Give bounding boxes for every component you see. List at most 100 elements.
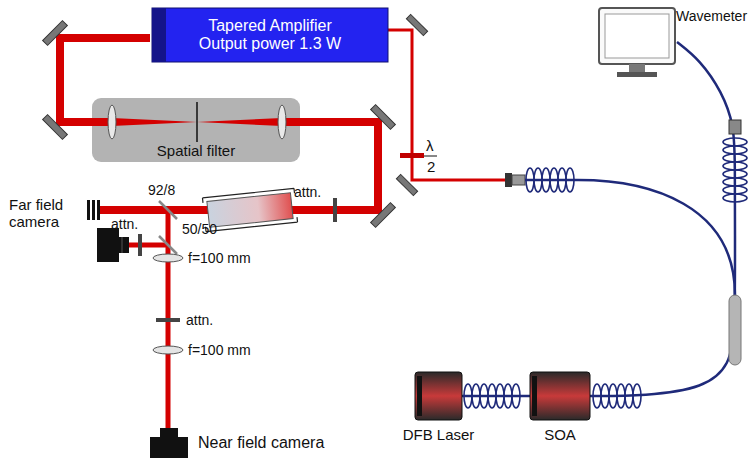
fiber-coil [512, 384, 520, 408]
beam-dump [87, 200, 90, 220]
optical-fiber [590, 42, 735, 396]
part-label: attn. [186, 312, 213, 328]
mirror [371, 203, 396, 228]
fiber-coil [534, 168, 542, 192]
mirror [43, 21, 68, 46]
fiber-coil [723, 138, 747, 146]
part-label: attn. [111, 216, 138, 232]
camera-lens [160, 428, 178, 437]
camera-box-outline [97, 228, 129, 262]
fiber-coil [723, 162, 747, 170]
laser-beam [197, 118, 282, 126]
computer-box-outline [597, 6, 677, 78]
mirror [43, 115, 68, 140]
beam-dump [87, 200, 100, 220]
beam-splitter [159, 201, 177, 254]
fiber-coil [566, 168, 574, 192]
fiber-collimator [512, 175, 525, 185]
mirror [371, 105, 396, 130]
fiber-coupler [729, 295, 741, 365]
filter-housing [92, 98, 300, 162]
node-text: DFB Laser [390, 426, 487, 443]
fiber-coil [542, 168, 550, 192]
fiber-coil [723, 194, 747, 202]
laser-box-outline [415, 372, 462, 420]
node-text: Output power 1.3 W [199, 35, 341, 53]
fiber-coil [617, 384, 625, 408]
fiber-collimator [505, 173, 525, 187]
monitor-screen [605, 14, 669, 58]
camera-box: Far field camera [97, 228, 129, 262]
node-text: Far field camera [9, 196, 89, 231]
attenuator [138, 198, 337, 322]
mirror [43, 21, 68, 46]
node-text: Tapered Amplifier [208, 17, 332, 35]
far-field-beam [127, 243, 168, 248]
fiber-coil [601, 384, 609, 408]
node-text: SOA [520, 426, 600, 443]
fiber-coil [480, 384, 488, 408]
fiber-coil [464, 138, 747, 408]
mirror [371, 203, 396, 228]
node-text: Spatial filter [92, 142, 300, 159]
node-text: Near field camera [198, 434, 324, 452]
fiber-coil [558, 168, 566, 192]
part-label: λ [426, 137, 434, 154]
lens [278, 105, 286, 139]
spatial-filter-box: Spatial filter [92, 98, 300, 162]
fiber-coil [464, 384, 472, 408]
fiber-coil [593, 384, 601, 408]
fiber-coil [633, 384, 641, 408]
beam-dump [97, 200, 100, 220]
monitor-stand [617, 72, 657, 77]
part-label: 50/50 [182, 221, 217, 237]
amplifier-housing [152, 8, 388, 62]
lens [153, 254, 183, 262]
part-label: f=100 mm [188, 342, 251, 358]
fiber-coil [723, 186, 747, 194]
mirror [396, 174, 417, 195]
pinhole [196, 102, 198, 142]
part-label: attn. [294, 184, 321, 200]
mirror [396, 174, 417, 195]
fiber-coil [496, 384, 504, 408]
laser-beam [112, 118, 197, 126]
computer-box: Wavemeter [597, 6, 677, 78]
laser-beam [60, 30, 505, 428]
part-label: f=100 mm [188, 250, 251, 266]
camera-lens [122, 237, 123, 253]
device-end [417, 376, 422, 416]
device-body [415, 372, 462, 420]
seed-beam [388, 30, 505, 180]
lens [153, 346, 183, 354]
mirror [406, 14, 427, 35]
fiber-coil [625, 384, 633, 408]
camera-box: Near field camera [150, 428, 188, 458]
fiber-collimator [505, 173, 512, 187]
node-text: Wavemeter [676, 8, 747, 24]
camera-body [150, 437, 188, 458]
device-body [530, 372, 590, 420]
amplifier-box: SOA [530, 372, 590, 420]
amplifier-housing [152, 8, 166, 62]
beam-splitter [159, 236, 177, 254]
camera-lens [119, 237, 129, 253]
fiber-coil [723, 146, 747, 154]
device-end [532, 376, 537, 416]
attenuator [156, 318, 180, 322]
lens [108, 105, 116, 139]
fiber-coil [504, 384, 512, 408]
optical-fiber [525, 180, 735, 295]
monitor-screen [599, 8, 675, 64]
amplifier-box-outline [530, 372, 590, 420]
part-label: 92/8 [148, 182, 175, 198]
fiber-coil [723, 170, 747, 178]
fiber-coil [488, 384, 496, 408]
lens [153, 254, 183, 354]
half-wave-plate [400, 153, 424, 158]
attenuator [333, 198, 337, 222]
fiber-coil [609, 384, 617, 408]
camera-body [97, 228, 119, 262]
fiber-coil [723, 154, 747, 162]
mirror [406, 14, 427, 35]
